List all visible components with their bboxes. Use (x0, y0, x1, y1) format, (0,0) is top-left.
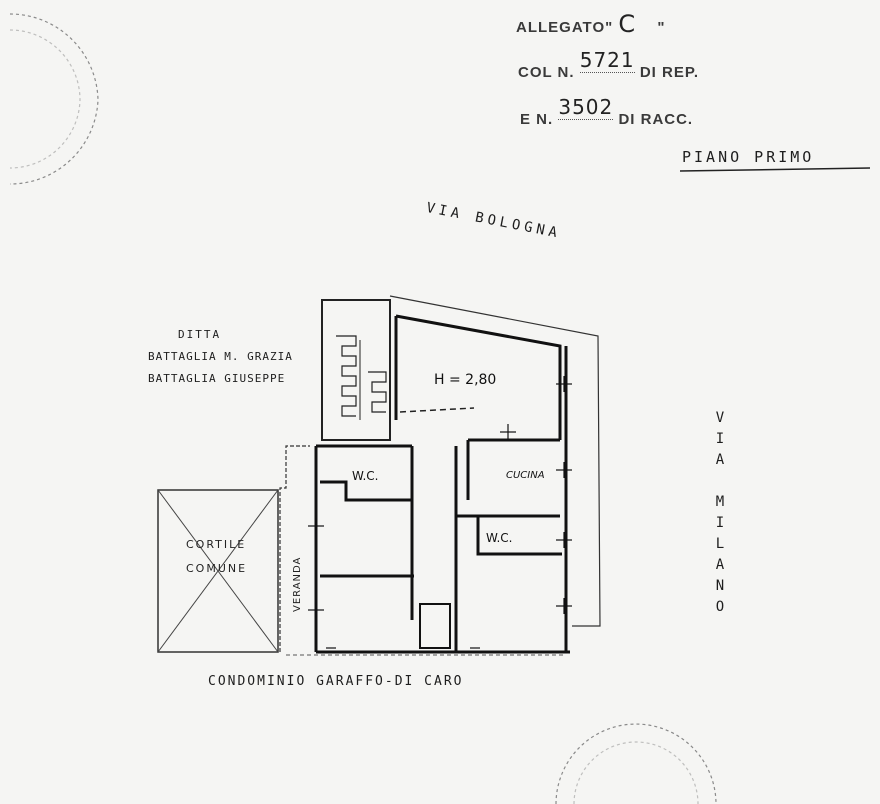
racc-number: 3502 (558, 95, 614, 120)
owner-heading: DITTA (178, 328, 222, 341)
wc1-label: W.C. (352, 469, 379, 483)
kitchen-label: CUCINA (506, 470, 545, 481)
street-south: CONDOMINIO GARAFFO-DI CARO (208, 674, 464, 689)
racc-line: E N. 3502 DI RACC. (520, 95, 694, 129)
height-label: H = 2,80 (434, 372, 496, 388)
rep-suffix: DI REP. (639, 64, 700, 81)
owner-line2: BATTAGLIA GIUSEPPE (148, 372, 286, 385)
racc-prefix: E N. (520, 111, 554, 128)
window-marks (308, 376, 572, 649)
rep-prefix: COL N. (518, 64, 575, 81)
racc-suffix: DI RACC. (618, 111, 694, 128)
veranda: VERANDA (279, 445, 310, 652)
allegato-line: ALLEGATO" C " (516, 10, 665, 38)
opening-dashed (399, 407, 475, 413)
street-east: VIA MILANO (712, 410, 728, 620)
rep-line: COL N. 5721 DI REP. (518, 48, 700, 82)
veranda-label: VERANDA (292, 557, 303, 612)
seal-top-left (9, 13, 99, 185)
allegato-prefix: ALLEGATO" (516, 19, 614, 36)
title-underline (679, 167, 871, 172)
wc2-label: W.C. (486, 531, 513, 545)
property-boundary (389, 295, 601, 627)
allegato-suffix: " (657, 19, 666, 36)
staircase (321, 299, 391, 441)
allegato-letter: C (618, 10, 637, 38)
seal-bottom-right (555, 723, 717, 804)
cortile-label-2: COMUNE (186, 562, 247, 575)
walls (314, 314, 570, 654)
cortile-label-1: CORTILE (186, 538, 246, 551)
rep-number: 5721 (579, 48, 635, 73)
cortile-comune: CORTILE COMUNE (157, 489, 279, 653)
floor-title: PIANO PRIMO (682, 148, 815, 166)
owner-line1: BATTAGLIA M. GRAZIA (148, 350, 293, 363)
